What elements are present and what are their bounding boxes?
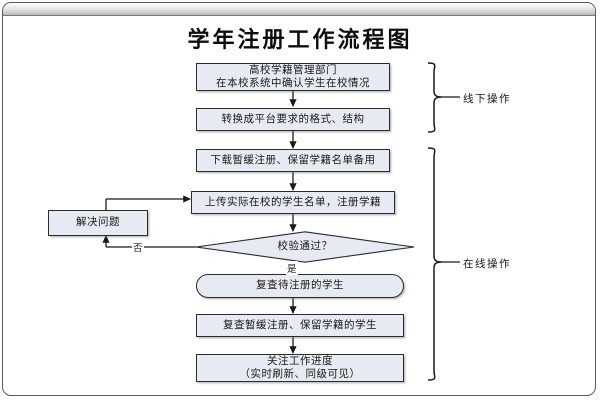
node-convert-format[interactable]: 转换成平台要求的格式、结构 (196, 108, 390, 131)
node-line-1: 复查待注册的学生 (256, 280, 344, 292)
node-line-1: 下载暂缓注册、保留学籍名单备用 (210, 154, 376, 166)
edge-label-no: 否 (132, 240, 145, 254)
node-line-1: 复查暂缓注册、保留学籍的学生 (223, 319, 377, 331)
node-download-deferred-list[interactable]: 下载暂缓注册、保留学籍名单备用 (196, 149, 390, 172)
bracket-label-online: 在线操作 (463, 259, 511, 270)
node-line-1: 转换成平台要求的格式、结构 (221, 113, 365, 125)
node-line-1: 高校学籍管理部门 (249, 64, 337, 76)
page-title: 学年注册工作流程图 (187, 27, 413, 52)
node-confirm-enrollment[interactable]: 高校学籍管理部门 在本校系统中确认学生在校情况 (196, 63, 390, 91)
bracket-online (427, 147, 443, 381)
node-resolve-problem[interactable]: 解决问题 (48, 210, 148, 236)
node-line-1: 解决问题 (76, 217, 120, 229)
node-line-1: 校验通过？ (277, 241, 333, 253)
node-upload-student-list[interactable]: 上传实际在校的学生名单，注册学籍 (191, 191, 395, 214)
window-title-bar (3, 3, 595, 16)
node-validation-check[interactable]: 校验通过？ (195, 231, 415, 263)
node-review-pending-students[interactable]: 复查待注册的学生 (196, 274, 404, 298)
node-line-1: 上传实际在校的学生名单，注册学籍 (205, 196, 381, 208)
node-line-2: （实时刷新、同级可见） (239, 369, 361, 380)
node-line-1: 关注工作进度 (267, 355, 333, 367)
node-track-progress[interactable]: 关注工作进度 （实时刷新、同级可见） (196, 354, 404, 382)
edge-label-yes: 是 (286, 261, 299, 275)
node-line-2: 在本校系统中确认学生在校情况 (216, 78, 370, 89)
diamond-shape (195, 231, 415, 263)
node-review-deferred-students[interactable]: 复查暂缓注册、保留学籍的学生 (196, 314, 404, 337)
bracket-label-offline: 线下操作 (463, 94, 511, 105)
bracket-offline (427, 62, 443, 133)
